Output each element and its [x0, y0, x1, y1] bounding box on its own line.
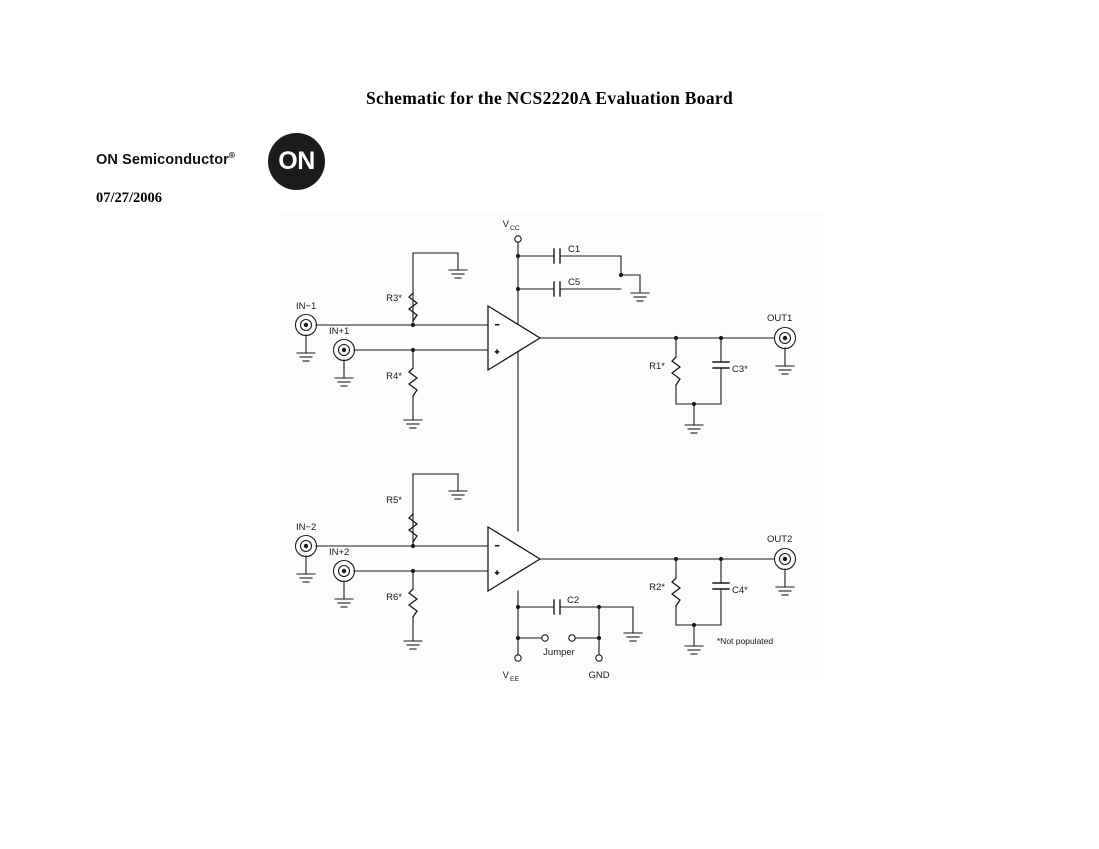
- jumper-pad-right-icon[interactable]: [568, 634, 576, 642]
- ground-symbol-icon: [448, 269, 468, 279]
- r1-resistor-symbol: [670, 356, 682, 386]
- ground-symbol-icon: [684, 645, 704, 655]
- opamp-1-symbol: [487, 304, 542, 372]
- c2-label: C2: [567, 595, 579, 606]
- gnd-label: GND: [588, 670, 609, 681]
- c1-label: C1: [568, 244, 580, 255]
- r5-label: R5*: [386, 495, 402, 506]
- c3-label: C3*: [732, 364, 748, 375]
- c4-label: C4*: [732, 585, 748, 596]
- ground-symbol-icon: [684, 424, 704, 434]
- vcc-label-subscript: CC: [510, 225, 520, 232]
- opamp-1-inverting-pin-label: −: [495, 322, 499, 329]
- r1-label: R1*: [649, 361, 665, 372]
- vee-terminal-icon: [514, 654, 522, 662]
- junction-dot: [410, 322, 416, 328]
- r3-label: R3*: [386, 293, 402, 304]
- opamp-1-noninverting-pin-label: +: [495, 349, 499, 356]
- schematic-drawing: − +: [294, 219, 797, 681]
- connector-in-plus-1-icon[interactable]: [332, 338, 356, 362]
- ground-symbol-icon: [334, 598, 354, 608]
- r2-resistor-symbol: [670, 577, 682, 607]
- connector-out-2-icon[interactable]: [773, 547, 797, 571]
- ground-symbol-icon: [775, 586, 795, 596]
- r3-resistor-symbol: [407, 292, 419, 322]
- vee-label-subscript: EE: [510, 676, 520, 681]
- schematic-panel-background: [281, 213, 825, 681]
- vee-label: V: [503, 670, 510, 681]
- ground-symbol-icon: [334, 377, 354, 387]
- opamp-2-noninverting-pin-label: +: [495, 570, 499, 577]
- not-populated-footnote: *Not populated: [717, 636, 774, 646]
- ground-symbol-icon: [775, 365, 795, 375]
- r6-label: R6*: [386, 592, 402, 603]
- registered-trademark-icon: ®: [228, 150, 236, 160]
- r2-label: R2*: [649, 582, 665, 593]
- opamp-2-symbol: [487, 525, 542, 593]
- ground-symbol-icon: [296, 573, 316, 583]
- ground-symbol-icon: [448, 490, 468, 500]
- r4-label: R4*: [386, 371, 402, 382]
- ground-symbol-icon: [630, 292, 650, 302]
- page-title: Schematic for the NCS2220A Evaluation Bo…: [366, 88, 733, 108]
- c5-label: C5: [568, 277, 580, 288]
- connector-in-minus-1-icon[interactable]: [294, 313, 318, 337]
- in-minus-2-label: IN−2: [296, 522, 316, 533]
- opamp-2-inverting-pin-label: −: [495, 543, 499, 550]
- document-date: 07/27/2006: [96, 190, 163, 206]
- r6-resistor-symbol: [407, 588, 419, 618]
- vcc-label: V: [503, 219, 510, 230]
- ground-symbol-icon: [403, 640, 423, 650]
- in-minus-1-label: IN−1: [296, 301, 316, 312]
- gnd-terminal-icon: [595, 654, 603, 662]
- vcc-terminal-icon: [514, 235, 522, 243]
- jumper-pad-left-icon[interactable]: [541, 634, 549, 642]
- ground-symbol-icon: [296, 352, 316, 362]
- in-plus-1-label: IN+1: [329, 326, 349, 337]
- company-name: ON Semiconductor®: [96, 150, 235, 168]
- out-1-label: OUT1: [767, 313, 792, 324]
- schematic-labels: V CC C1 C5 C2 C3* C4* R3* R4* R5* R6* R1…: [296, 219, 792, 681]
- r4-resistor-symbol: [407, 367, 419, 397]
- ground-symbol-icon: [403, 419, 423, 429]
- connector-in-plus-2-icon[interactable]: [332, 559, 356, 583]
- on-semiconductor-logo-icon: ON: [268, 133, 325, 190]
- junction-dot: [515, 286, 521, 292]
- r5-resistor-symbol: [407, 513, 419, 543]
- connector-in-minus-2-icon[interactable]: [294, 534, 318, 558]
- jumper-label: Jumper: [543, 647, 575, 658]
- connector-out-1-icon[interactable]: [773, 326, 797, 350]
- ground-symbol-icon: [623, 632, 643, 642]
- in-plus-2-label: IN+2: [329, 547, 349, 558]
- junction-dot: [515, 253, 521, 259]
- company-name-text: ON Semiconductor: [96, 151, 229, 168]
- out-2-label: OUT2: [767, 534, 792, 545]
- junction-dot: [410, 543, 416, 549]
